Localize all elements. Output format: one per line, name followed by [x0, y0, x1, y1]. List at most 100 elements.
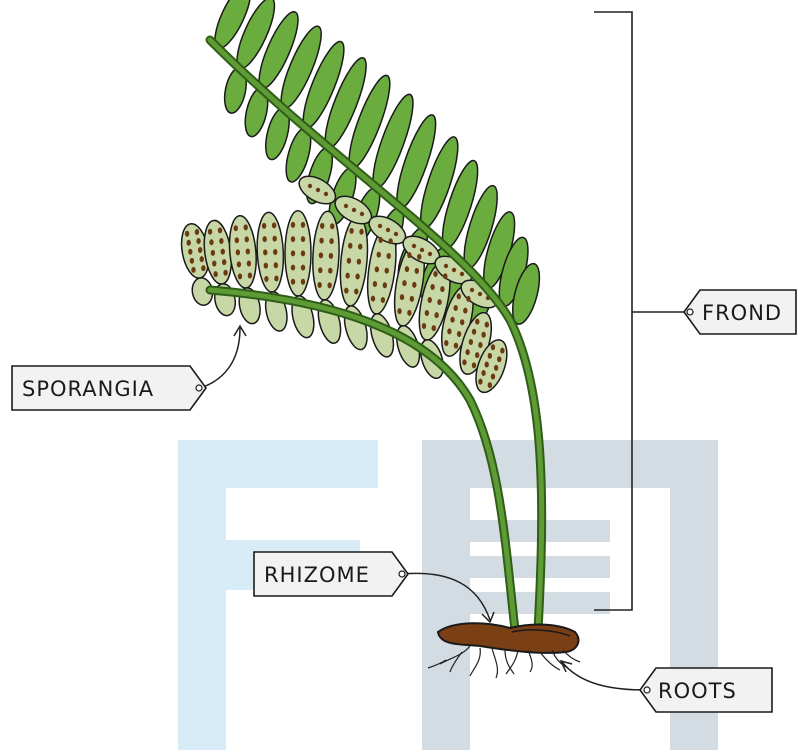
- sporangium-dot: [394, 232, 398, 236]
- sporangium-dot: [397, 308, 401, 314]
- sporangium-dot: [462, 359, 466, 365]
- sporangium-dot: [191, 267, 195, 273]
- fertile-pinna: [337, 215, 371, 307]
- sporangium-dot: [500, 348, 504, 354]
- sporangium-dot: [246, 248, 250, 254]
- frond-label-text: FROND: [702, 301, 782, 325]
- sporangium-dot: [308, 184, 312, 188]
- sporangium-dot: [481, 332, 485, 338]
- sporangium-dot: [211, 250, 215, 256]
- sporangium-dot: [379, 237, 383, 243]
- sporangium-dot: [327, 282, 331, 288]
- sporangium-dot: [291, 265, 295, 271]
- sporangium-dot: [371, 296, 375, 302]
- sporangium-dot: [291, 279, 295, 285]
- sporangium-dot: [200, 256, 204, 262]
- sporangium-dot: [428, 252, 432, 256]
- sporangium-dot: [319, 252, 323, 258]
- sporangium-dot: [213, 271, 217, 277]
- sporangium-dot: [417, 254, 421, 260]
- fertile-pinna: [227, 215, 259, 289]
- sporangium-dot: [444, 264, 448, 268]
- sporangium-dot: [235, 237, 239, 243]
- sporangium-dot: [222, 259, 226, 265]
- sporangium-dot: [264, 263, 268, 269]
- sporangium-dot: [494, 365, 498, 371]
- sporangium-dot: [440, 286, 444, 292]
- sporangium-dot: [274, 262, 278, 268]
- sporangium-dot: [329, 238, 333, 244]
- sporangium-dot: [463, 308, 467, 314]
- sporangium-dot: [187, 240, 191, 246]
- sporangium-dot: [469, 339, 473, 345]
- sporangium-dot: [190, 258, 194, 264]
- sporangium-dot: [415, 268, 419, 274]
- sporangium-dot: [491, 373, 495, 379]
- sporangium-dot: [437, 299, 441, 305]
- sporangium-dot: [444, 340, 448, 346]
- sporangium-dot: [319, 238, 323, 244]
- sporangium-dot: [301, 250, 305, 256]
- sporangium-dot: [274, 276, 278, 282]
- sporangium-dot: [236, 249, 240, 255]
- sporangium-dot: [402, 280, 406, 286]
- sporangium-dot: [485, 322, 489, 328]
- sporangium-dot: [234, 225, 238, 231]
- label-roots: ROOTS: [640, 668, 772, 712]
- sporangium-dot: [238, 273, 242, 279]
- sporangium-dot: [478, 379, 482, 385]
- sporangium-dot: [195, 229, 199, 235]
- sporangium-dot: [354, 288, 358, 294]
- sporangium-dot: [488, 353, 492, 359]
- sporangium-dot: [452, 268, 456, 272]
- sporangium-dot: [412, 244, 416, 248]
- sporangium-dot: [262, 236, 266, 242]
- sporangium-dot: [209, 239, 213, 245]
- sporangium-dot: [237, 261, 241, 267]
- sporangium-dot: [324, 192, 328, 196]
- sporangium-dot: [407, 252, 411, 258]
- sporangium-dot: [212, 260, 216, 266]
- sporangium-dot: [317, 282, 321, 288]
- sporangium-dot: [457, 331, 461, 337]
- sporangium-dot: [348, 243, 352, 249]
- sporangium-dot: [497, 356, 501, 362]
- roots-pointer: [562, 662, 646, 690]
- sporangium-dot: [472, 329, 476, 335]
- sporangium-dot: [454, 343, 458, 349]
- sporangium-dot: [301, 265, 305, 271]
- sporangium-dot: [453, 305, 457, 311]
- sporangium-dot: [447, 328, 451, 334]
- sporangia-pointer: [200, 328, 240, 388]
- sporangium-dot: [457, 293, 461, 299]
- sporangium-dot: [432, 325, 436, 331]
- sporangium-dot: [375, 266, 379, 272]
- sporangium-dot: [373, 281, 377, 287]
- sporangium-dot: [410, 296, 414, 302]
- sporangium-dot: [488, 382, 492, 388]
- sporangium-dot: [433, 271, 437, 277]
- sporangium-dot: [320, 223, 324, 229]
- sporangium-dot: [434, 312, 438, 318]
- sporangium-dot: [344, 288, 348, 294]
- sporangium-dot: [247, 260, 251, 266]
- sporangium-dot: [201, 265, 205, 271]
- sporangium-dot: [405, 266, 409, 272]
- sporangium-dot: [218, 227, 222, 233]
- sporangium-dot: [381, 297, 385, 303]
- sporangium-dot: [491, 344, 495, 350]
- sporangium-dot: [359, 229, 363, 235]
- sporangium-dot: [360, 212, 364, 216]
- sporangium-dot: [318, 267, 322, 273]
- sporangium-dot: [328, 268, 332, 274]
- sporangium-dot: [301, 222, 305, 228]
- sporangium-dot: [330, 223, 334, 229]
- label-sporangia: SPORANGIA: [12, 366, 206, 410]
- sporangium-dot: [388, 238, 392, 244]
- sporangium-dot: [196, 238, 200, 244]
- rhizome-label-text: RHIZOME: [264, 563, 370, 587]
- sporangium-dot: [478, 342, 482, 348]
- sporangium-dot: [188, 249, 192, 255]
- sporangium-dot: [472, 362, 476, 368]
